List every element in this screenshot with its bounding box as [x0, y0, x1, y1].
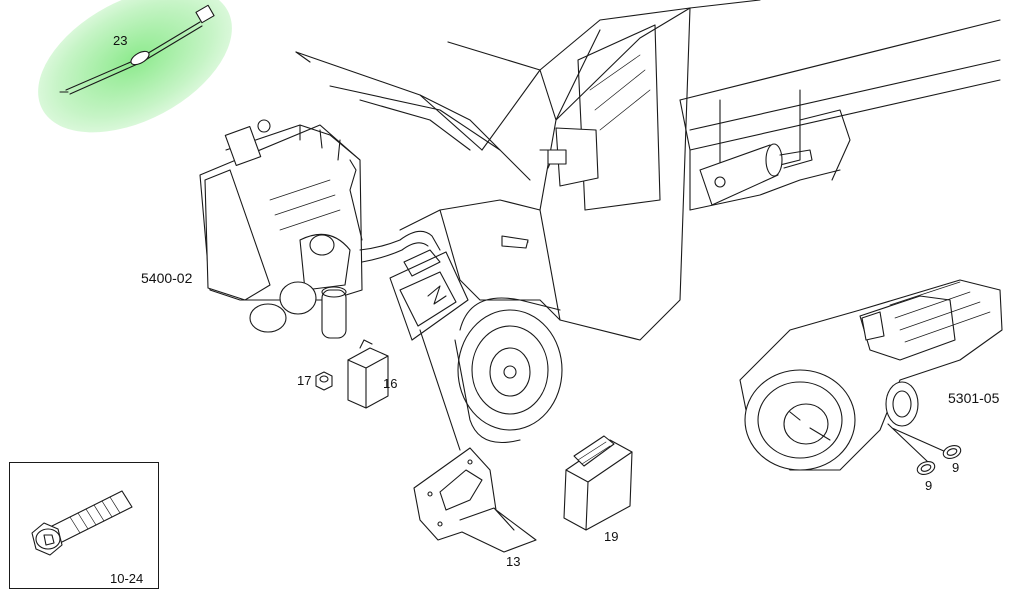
part-13-bracket[interactable] — [413, 447, 537, 553]
callout-5301-05[interactable]: 5301-05 — [948, 390, 1000, 406]
callout-23[interactable]: 23 — [113, 33, 128, 48]
callout-10-24[interactable]: 10-24 — [110, 571, 144, 586]
callout-17[interactable]: 17 — [297, 373, 312, 388]
part-9-seals[interactable] — [915, 443, 962, 476]
callout-9-right[interactable]: 9 — [952, 460, 960, 475]
part-19-control-module[interactable] — [563, 435, 633, 531]
part-23-sensor-cable[interactable] — [59, 4, 215, 95]
engine-ecu[interactable] — [389, 249, 469, 451]
part-5301-05-transmission[interactable] — [739, 279, 1003, 471]
truck-body — [295, 0, 1001, 444]
inset-frame — [9, 462, 159, 589]
callout-9-left[interactable]: 9 — [925, 478, 933, 493]
part-5400-02-engine[interactable] — [199, 119, 441, 339]
part-16-relay[interactable] — [347, 339, 389, 409]
callout-19[interactable]: 19 — [604, 529, 619, 544]
callout-13[interactable]: 13 — [506, 554, 521, 569]
part-17-nut[interactable] — [315, 371, 333, 391]
part-10-24-bolt[interactable] — [10, 463, 158, 588]
callout-5400-02[interactable]: 5400-02 — [141, 270, 193, 286]
callout-16[interactable]: 16 — [383, 376, 398, 391]
